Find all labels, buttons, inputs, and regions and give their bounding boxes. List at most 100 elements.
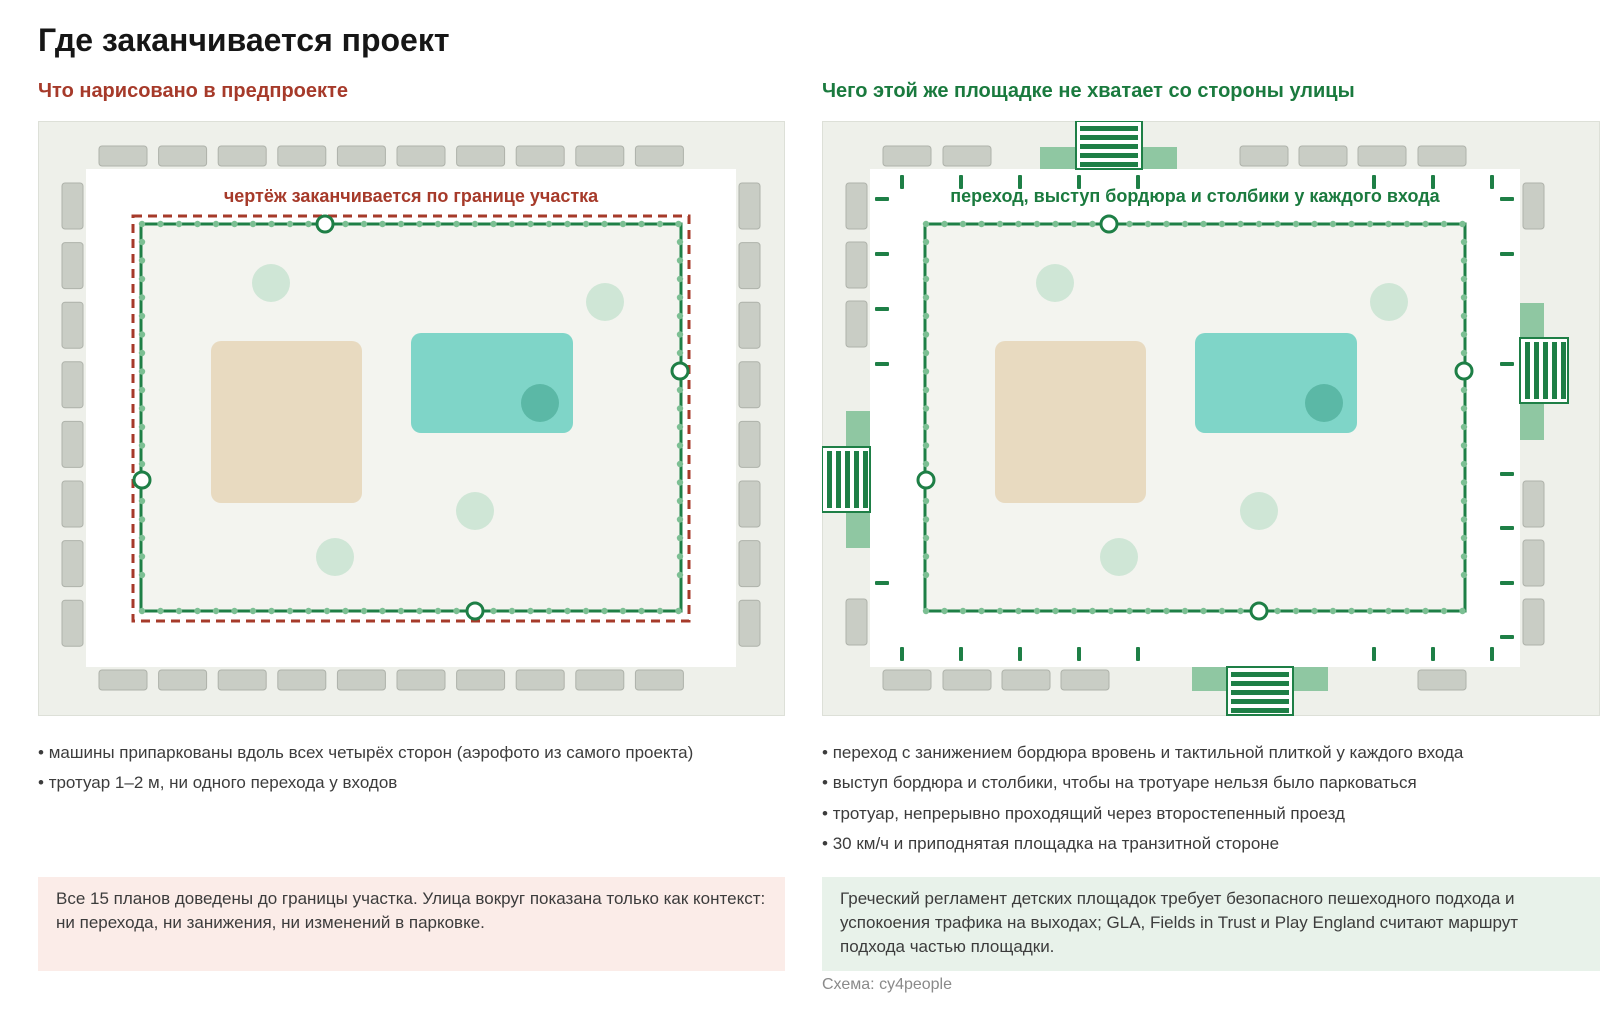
fence-post [305,607,312,615]
parked-car [738,301,761,349]
parked-car [396,669,446,691]
parked-car [61,242,84,290]
bollard-icon [1500,252,1514,256]
left-diagram-label: чертёж заканчивается по границе участка [224,186,599,206]
fence-post [922,312,930,320]
fence-post [286,607,294,615]
fence-post [1385,607,1392,615]
fence-post [138,294,146,301]
parked-car [515,669,565,691]
fence-post [676,460,684,468]
fence-post [1144,220,1152,228]
fence-post [1274,607,1281,615]
fence-post [194,220,201,228]
parked-car [1298,145,1348,167]
fence-post [453,220,460,228]
fence-post [416,220,423,228]
fence-post [922,571,930,579]
fence-post [1460,534,1468,542]
fence-post [1015,607,1022,615]
parked-car [1522,480,1545,528]
fence-post [490,220,497,228]
fence-post [138,331,146,338]
fence-post [175,607,183,615]
fence-post [676,349,684,357]
fence-post [138,368,146,375]
bollard-icon [900,175,904,189]
parked-car [1001,669,1051,691]
fence-post [1255,220,1263,228]
fence-post [138,312,146,320]
parked-car [738,182,761,230]
fence-post [1348,607,1355,615]
parked-car [882,669,932,691]
parked-car [1239,145,1289,167]
list-item: машины припаркованы вдоль всех четырёх с… [38,738,694,768]
fence-post [1144,607,1152,615]
tree-icon [1036,264,1074,302]
fence-post [941,607,948,615]
fence-posts [922,220,1468,615]
fence-post [978,607,985,615]
fence-post [138,349,146,357]
fence-post [212,607,220,615]
entrance-gate [1249,601,1269,621]
parked-car [61,420,84,468]
fence-post [676,238,684,246]
fence-post [1200,220,1207,228]
parked-car [61,480,84,528]
list-item: переход с занижением бордюра вровень и т… [822,738,1464,768]
fence-post [1403,607,1411,615]
entrance-gate [1454,361,1474,381]
right-heading: Чего этой же площадке не хватает со стор… [822,80,1355,102]
fence-post [1460,405,1468,412]
parked-car [456,669,506,691]
parked-car [1522,182,1545,230]
parked-car [396,145,446,167]
left-heading: Что нарисовано в предпроекте [38,80,348,102]
fence-post [471,220,479,228]
entrance-gate [315,214,335,234]
fence-post [922,257,930,264]
fence-post [138,553,146,560]
bollard-icon [1018,647,1022,661]
fence-post [1126,220,1133,228]
fence-post [1052,607,1059,615]
fence-post [342,607,349,615]
fence-post [138,607,146,615]
fence-post [676,405,684,412]
fence-post [249,607,257,615]
parked-car [158,145,208,167]
bollard-icon [1372,647,1376,661]
parked-car [738,599,761,647]
fence-post [996,220,1004,228]
fence-post [397,220,405,228]
parked-car [61,301,84,349]
fence-post [656,607,664,615]
fence-post [1089,220,1096,228]
fence-post [978,220,985,228]
parked-car [738,361,761,409]
fence-post [138,571,146,579]
fence-post [323,607,331,615]
zebra-crossing-icon [1226,666,1294,716]
fence-post [676,497,684,505]
bollard-icon [1500,526,1514,530]
fence-post [1460,460,1468,468]
fence-post [1218,220,1226,228]
fence-post [1459,220,1466,228]
parked-car [277,145,327,167]
fence-post [1460,294,1468,301]
bollard-icon [1500,362,1514,366]
tree-icon [316,538,354,576]
parked-cars [61,145,761,691]
fence-post [508,607,516,615]
fence-post [1422,607,1429,615]
left-note: Все 15 планов доведены до границы участк… [38,877,785,971]
parked-car [1522,598,1545,646]
fence-post [268,607,275,615]
fence-post [676,312,684,320]
fence-post [1403,220,1411,228]
fence-post [676,534,684,542]
fence-post [619,607,627,615]
